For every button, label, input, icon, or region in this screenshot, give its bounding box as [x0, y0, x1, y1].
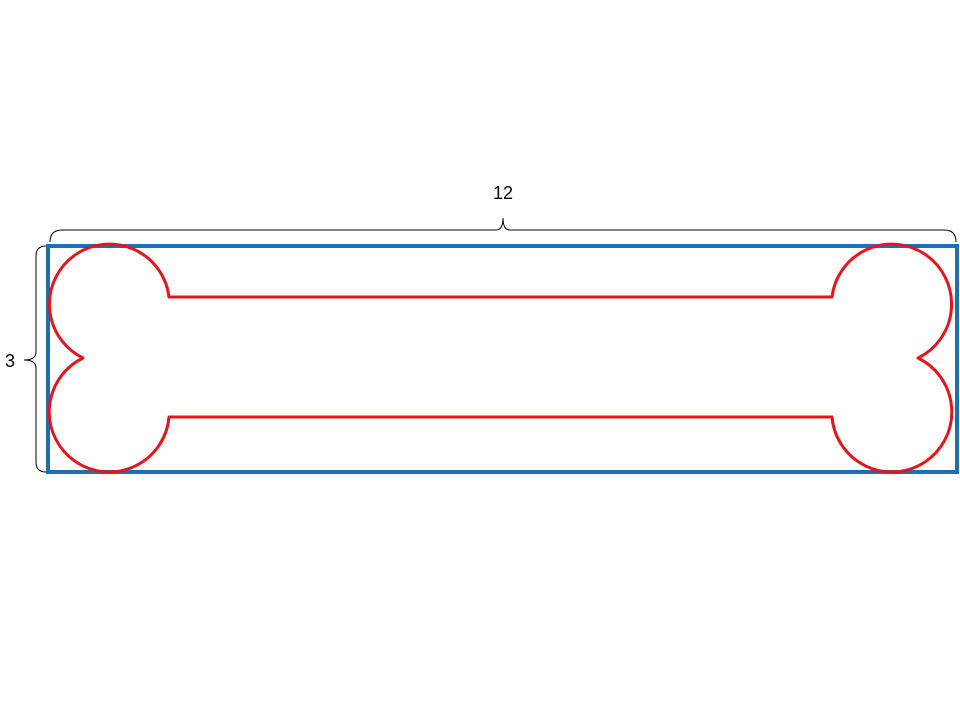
- width-brace: [49, 217, 957, 243]
- height-label: 3: [5, 351, 15, 371]
- bone-shape: [47, 242, 954, 474]
- width-label: 12: [493, 183, 513, 203]
- bounding-rectangle: [46, 244, 959, 474]
- height-brace: [23, 245, 47, 473]
